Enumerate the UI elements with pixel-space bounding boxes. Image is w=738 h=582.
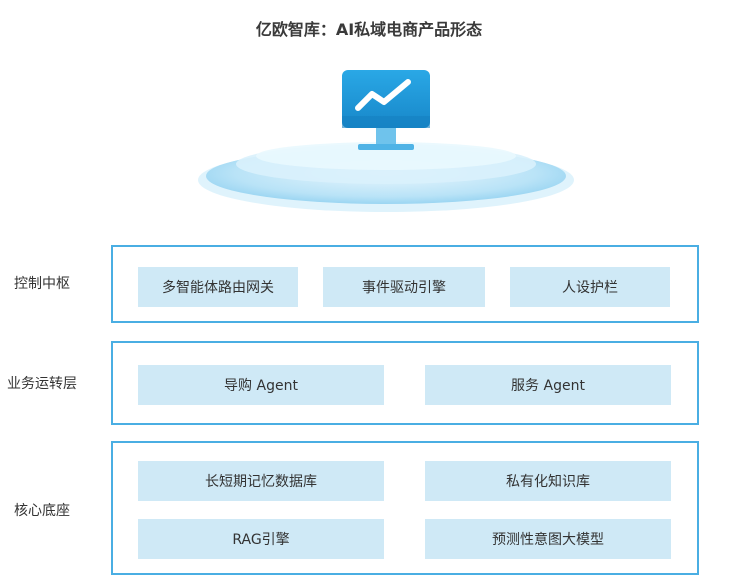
layer-label-core: 核心底座: [14, 503, 70, 519]
component-multi-agent-gateway: 多智能体路由网关: [138, 267, 298, 307]
monitor-chart-icon: [198, 70, 574, 212]
component-service-agent: 服务 Agent: [425, 365, 671, 405]
component-rag-engine: RAG引擎: [138, 519, 384, 559]
component-private-knowledge-base: 私有化知识库: [425, 461, 671, 501]
component-shopping-agent: 导购 Agent: [138, 365, 384, 405]
component-persona-guardrail: 人设护栏: [510, 267, 670, 307]
layer-label-business: 业务运转层: [7, 376, 77, 392]
component-memory-database: 长短期记忆数据库: [138, 461, 384, 501]
layer-frame-control: 多智能体路由网关 事件驱动引擎 人设护栏: [111, 245, 699, 323]
layer-label-control: 控制中枢: [14, 276, 70, 292]
layer-frame-core: 长短期记忆数据库 私有化知识库 RAG引擎 预测性意图大模型: [111, 441, 699, 575]
component-event-engine: 事件驱动引擎: [323, 267, 485, 307]
component-intent-model: 预测性意图大模型: [425, 519, 671, 559]
diagram-title: 亿欧智库：AI私域电商产品形态: [255, 20, 483, 39]
layer-frame-business: 导购 Agent 服务 Agent: [111, 341, 699, 425]
